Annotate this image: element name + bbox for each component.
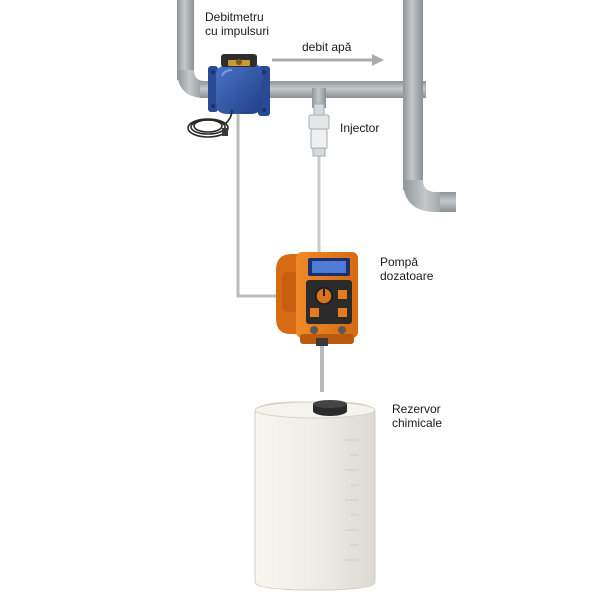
injector-label: Injector	[340, 121, 380, 135]
water-flow-label: debit apă	[302, 40, 352, 54]
flowmeter-icon	[208, 54, 270, 116]
injector-icon	[308, 103, 330, 157]
chemical-tank-icon	[254, 400, 376, 591]
dosing-pump-label: Pompă dozatoare	[380, 255, 434, 283]
flowmeter-label: Debitmetru cu impulsuri	[205, 10, 270, 38]
dosing-pump-icon	[276, 252, 358, 346]
chemical-tank-label: Rezervor chimicale	[392, 402, 443, 430]
cable-icon	[187, 109, 233, 138]
signal-line	[236, 112, 278, 298]
flow-arrow-icon	[272, 54, 384, 66]
